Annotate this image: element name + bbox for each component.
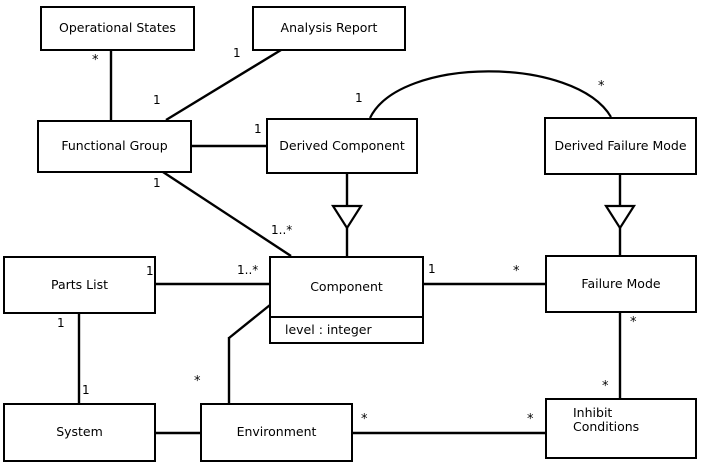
class-attribute-component-level: level : integer: [271, 315, 422, 342]
class-box-component[interactable]: Component level : integer: [269, 256, 424, 344]
generalization-triangle-component: [330, 204, 364, 231]
multiplicity-component-right: 1: [428, 262, 436, 276]
multiplicity-functional-group-derived-component: 1: [254, 122, 262, 136]
class-name-analysis-report: Analysis Report: [280, 20, 378, 36]
class-box-inhibit-conditions[interactable]: Inhibit Conditions: [545, 398, 697, 459]
class-name-environment: Environment: [236, 424, 317, 440]
edge-functional-group-component: [162, 170, 292, 258]
edge-component-environment-diagonal: [228, 304, 271, 339]
multiplicity-parts-list-bottom: 1: [57, 316, 65, 330]
class-name-operational-states: Operational States: [59, 20, 176, 36]
class-name-parts-list: Parts List: [50, 276, 108, 292]
edge-analysis-report-functional-group: [165, 48, 282, 122]
multiplicity-arc-derived-component-end: 1: [355, 91, 363, 105]
multiplicity-operational-states-functional-group: *: [92, 53, 99, 68]
edge-derived-component-derived-failure-mode-arc: [369, 70, 612, 119]
class-name-functional-group: Functional Group: [61, 138, 168, 154]
multiplicity-functional-group-analysis-report: 1: [153, 93, 161, 107]
class-box-system[interactable]: System: [3, 403, 156, 462]
multiplicity-environment-top: *: [194, 374, 201, 389]
multiplicity-inhibit-conditions-top: *: [602, 379, 609, 394]
class-box-derived-failure-mode[interactable]: Derived Failure Mode: [544, 117, 697, 175]
class-name-component: Component: [310, 278, 383, 294]
multiplicity-arc-derived-failure-mode-end: *: [598, 79, 605, 94]
class-box-failure-mode[interactable]: Failure Mode: [545, 255, 697, 313]
multiplicity-parts-list-right: 1: [146, 264, 154, 278]
multiplicity-system-top: 1: [82, 383, 90, 397]
class-name-inhibit-conditions: Inhibit Conditions: [573, 405, 640, 435]
multiplicity-component-left: 1..*: [237, 263, 259, 277]
class-name-derived-failure-mode: Derived Failure Mode: [554, 137, 687, 153]
class-name-derived-component: Derived Component: [279, 137, 405, 153]
multiplicity-environment-right: *: [361, 412, 368, 427]
multiplicity-failure-mode-bottom: *: [630, 315, 637, 330]
class-name-system: System: [56, 424, 103, 440]
multiplicity-inhibit-conditions-left: *: [527, 412, 534, 427]
class-name-failure-mode: Failure Mode: [581, 275, 661, 291]
generalization-triangle-failure-mode: [603, 204, 637, 231]
class-box-environment[interactable]: Environment: [200, 403, 353, 462]
multiplicity-functional-group-component: 1: [153, 176, 161, 190]
multiplicity-component-from-functional-group: 1..*: [271, 223, 293, 237]
multiplicity-failure-mode-left: *: [513, 264, 520, 279]
class-box-functional-group[interactable]: Functional Group: [37, 120, 192, 173]
class-box-analysis-report[interactable]: Analysis Report: [252, 6, 406, 51]
multiplicity-analysis-report-near: 1: [233, 46, 241, 60]
class-box-operational-states[interactable]: Operational States: [40, 6, 195, 51]
class-box-parts-list[interactable]: Parts List: [3, 256, 156, 314]
class-box-derived-component[interactable]: Derived Component: [266, 118, 418, 174]
